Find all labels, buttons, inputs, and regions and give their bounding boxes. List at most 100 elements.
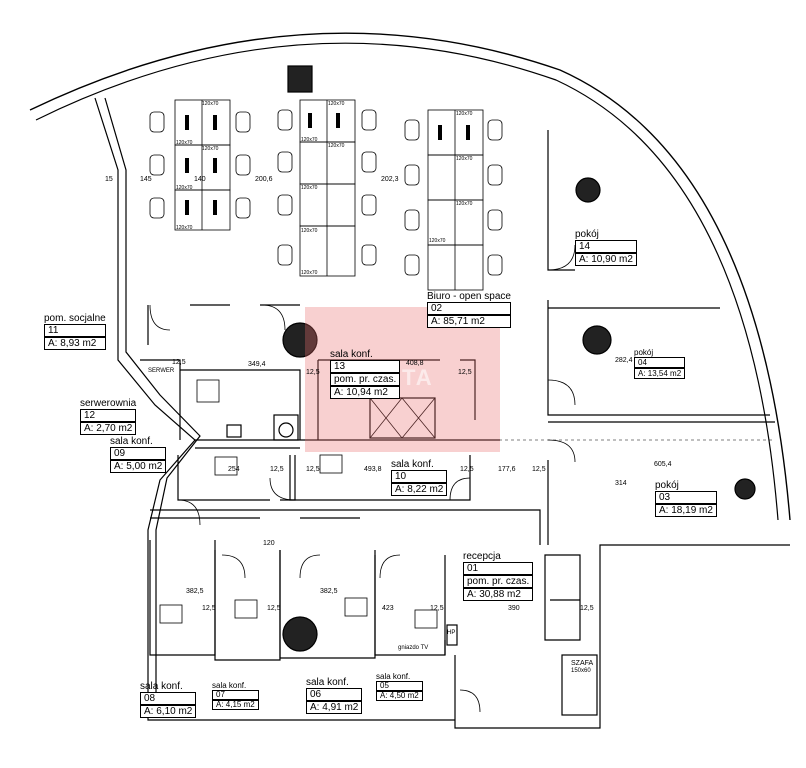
door-arc xyxy=(221,554,246,579)
dimension-label: 15 xyxy=(105,176,113,183)
room-row-top xyxy=(150,509,541,545)
column-round xyxy=(282,322,318,358)
meeting-table xyxy=(196,379,220,403)
desk-size-label: 120x70 xyxy=(301,270,318,276)
socjalne-inner xyxy=(180,369,301,440)
monitor xyxy=(466,125,470,140)
szafa-dimension-label: 150x60 xyxy=(571,668,591,674)
monitor xyxy=(213,200,217,215)
office-chair xyxy=(361,194,377,216)
desk-size-label: 120x70 xyxy=(456,156,473,162)
dimension-label: 254 xyxy=(228,466,240,473)
sala-10-wall xyxy=(289,455,471,501)
office-chair xyxy=(235,197,251,219)
door-arc xyxy=(547,244,576,271)
shaft-cross xyxy=(369,397,436,439)
meeting-table xyxy=(319,454,343,474)
dimension-label: 177,6 xyxy=(498,466,516,473)
monitor xyxy=(438,125,442,140)
office-chair xyxy=(404,119,420,141)
dimension-label: 349,4 xyxy=(248,361,266,368)
column-round xyxy=(282,616,318,652)
south-wall xyxy=(454,544,790,729)
meeting-table xyxy=(234,599,258,619)
dimension-label: 145 xyxy=(140,176,152,183)
dimension-label: 390 xyxy=(508,605,520,612)
room-label-sala-06: sala konf. 06 A: 4,91 m2 xyxy=(306,677,363,714)
dimension-label: 12,5 xyxy=(306,369,320,376)
room-label-open-space: Biuro - open space 02 A: 85,71 m2 xyxy=(427,291,511,328)
tv-socket-label: gniazdo TV xyxy=(398,645,429,651)
sink-fixture xyxy=(278,422,294,438)
room-label-serwerownia: serwerownia 12 A: 2,70 m2 xyxy=(80,398,137,435)
room-label-sala-10: sala konf. 10 A: 8,22 m2 xyxy=(391,459,448,496)
office-chair xyxy=(487,164,503,186)
monitor xyxy=(336,113,340,128)
desk-size-label: 120x70 xyxy=(202,101,219,107)
kitchen-unit xyxy=(273,414,299,441)
room-08-wall xyxy=(149,540,216,656)
column-round xyxy=(582,325,612,355)
szafa-rect xyxy=(561,654,598,716)
szafa-label: SZAFA xyxy=(571,660,594,667)
office-chair xyxy=(149,111,165,133)
dimension-label: 382,5 xyxy=(186,588,204,595)
monitor xyxy=(185,115,189,130)
dimension-label: 12,5 xyxy=(430,605,444,612)
dimension-label: 200,6 xyxy=(255,176,273,183)
dimension-label: 493,8 xyxy=(364,466,382,473)
office-chair xyxy=(404,209,420,231)
column-round xyxy=(575,177,601,203)
door-arc xyxy=(459,689,481,713)
toilet-unit xyxy=(226,424,242,438)
office-chair xyxy=(404,164,420,186)
door-arc xyxy=(269,477,296,501)
room-label-pokoj-03: pokój 03 A: 18,19 m2 xyxy=(655,480,717,517)
monitor xyxy=(185,200,189,215)
door-arc xyxy=(177,499,201,526)
room-label-sala-09: sala konf. 09 A: 5,00 m2 xyxy=(110,436,167,473)
room-label-sala-08: sala konf. 08 A: 6,10 m2 xyxy=(140,681,197,718)
dimension-label: 12,5 xyxy=(458,369,472,376)
dimension-label: 12,5 xyxy=(267,605,281,612)
office-chair xyxy=(277,109,293,131)
desk xyxy=(174,189,231,231)
desk-size-label: 120x70 xyxy=(301,185,318,191)
recepcja-wall xyxy=(444,640,456,720)
dimension-label: 12,5 xyxy=(202,605,216,612)
office-chair xyxy=(277,194,293,216)
room-label-sala-13: sala konf. 13 pom. pr. czas. A: 10,94 m2 xyxy=(330,349,401,399)
room-label-sala-07: sala konf. 07 A: 4,15 m2 xyxy=(212,682,259,710)
column-square xyxy=(287,65,313,93)
dimension-label: 423 xyxy=(382,605,394,612)
office-chair xyxy=(361,151,377,173)
dimension-label: 12,5 xyxy=(580,605,594,612)
dimension-label: 408,8 xyxy=(406,360,424,367)
desk-size-label: 120x70 xyxy=(301,137,318,143)
office-chair xyxy=(487,119,503,141)
meeting-table xyxy=(344,597,368,617)
desk-size-label: 120x70 xyxy=(176,225,193,231)
meeting-table xyxy=(414,609,438,629)
office-chair xyxy=(277,151,293,173)
desk-size-label: 120x70 xyxy=(328,101,345,107)
room-label-socjalne: pom. socjalne 11 A: 8,93 m2 xyxy=(44,313,106,350)
monitor xyxy=(308,113,312,128)
office-chair xyxy=(361,109,377,131)
room-label-sala-05: sala konf. 05 A: 4,50 m2 xyxy=(376,673,423,701)
dimension-label: 12,5 xyxy=(306,466,320,473)
door-arc xyxy=(299,554,321,579)
desk-size-label: 120x70 xyxy=(176,185,193,191)
hp-rect xyxy=(446,624,458,646)
door-arc xyxy=(149,304,171,331)
desk-size-label: 120x70 xyxy=(456,201,473,207)
room-label-pokoj-14: pokój 14 A: 10,90 m2 xyxy=(575,229,637,266)
office-chair xyxy=(487,209,503,231)
hp-label: HP xyxy=(447,630,456,636)
door-arc xyxy=(261,304,286,331)
office-chair xyxy=(277,244,293,266)
dimension-label: 382,5 xyxy=(320,588,338,595)
desk-size-label: 120x70 xyxy=(301,228,318,234)
room-05-wall xyxy=(374,555,446,656)
